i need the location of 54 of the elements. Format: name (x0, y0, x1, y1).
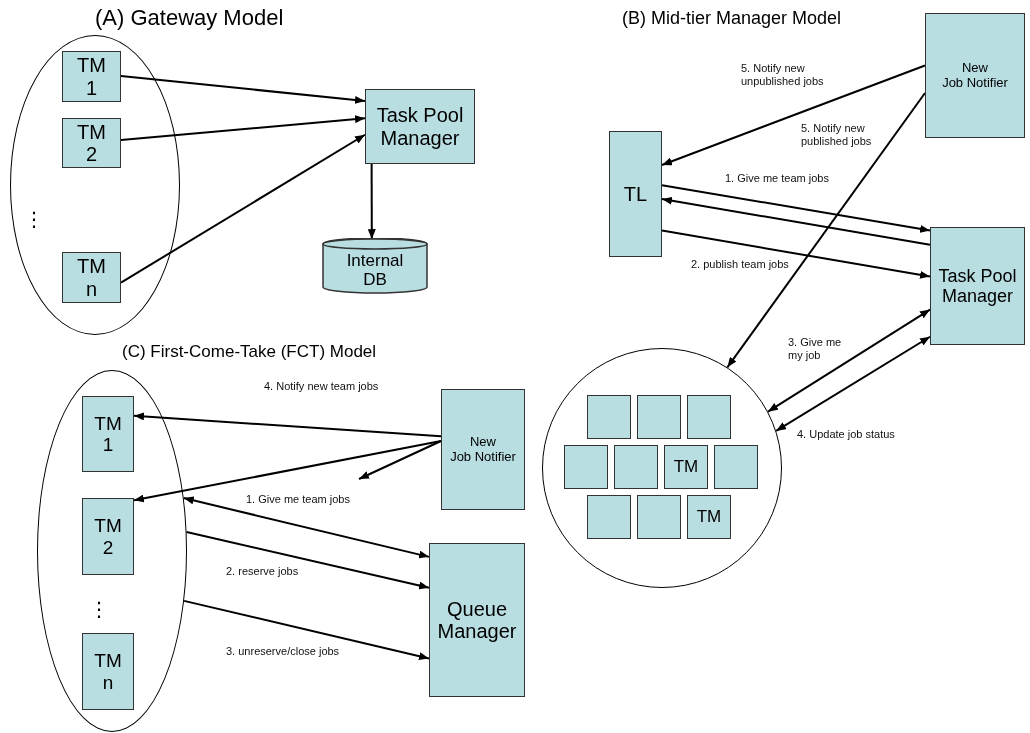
edge-label: 2. publish team jobs (690, 258, 790, 272)
arrow (120, 133, 366, 284)
tm-box (714, 445, 758, 489)
process-box: New Job Notifier (925, 13, 1025, 138)
tm-box (587, 395, 631, 439)
edge-label: 1. Give me team jobs (245, 493, 351, 507)
process-box: New Job Notifier (441, 389, 525, 510)
edge-label: 4. Update job status (796, 428, 896, 442)
edge-label: 1. Give me team jobs (724, 172, 830, 186)
process-box: TM 1 (62, 51, 121, 102)
tm-box (637, 495, 681, 539)
edge-label: 5. Notify new unpublished jobs (740, 62, 825, 89)
process-box: TM n (82, 633, 134, 710)
tm-box (614, 445, 658, 489)
edge-label: 3. unreserve/close jobs (225, 645, 341, 659)
arrow (133, 412, 442, 438)
arrow (661, 196, 931, 246)
arrow (185, 531, 430, 590)
arrow (120, 75, 366, 104)
edge-label: 4. Notify new team jobs (263, 380, 380, 394)
edge-label: 5. Notify new published jobs (800, 122, 873, 149)
process-box: Task Pool Manager (365, 89, 475, 164)
ellipsis-dots: ⋮ (24, 208, 44, 230)
process-box: Queue Manager (429, 543, 525, 697)
arrow (661, 229, 931, 279)
process-box: TM n (62, 252, 121, 303)
section-title: (B) Mid-tier Manager Model (622, 9, 842, 29)
tm-box (637, 395, 681, 439)
database-cylinder: Internal DB (322, 238, 428, 294)
edge-label: 3. Give me my job (787, 336, 843, 363)
arrow (358, 440, 442, 480)
arrow (133, 440, 442, 503)
tm-box (564, 445, 608, 489)
process-box: TL (609, 131, 662, 257)
edge-label: 2. reserve jobs (225, 565, 300, 579)
arrow (661, 184, 931, 233)
process-box: TM 1 (82, 396, 134, 472)
process-box: TM 2 (62, 118, 121, 168)
arrow (775, 335, 931, 432)
arrow (726, 92, 926, 369)
section-title: (C) First-Come-Take (FCT) Model (122, 343, 377, 362)
process-box: Task Pool Manager (930, 227, 1025, 345)
arrow (182, 496, 430, 559)
arrow (183, 599, 430, 661)
tm-box (587, 495, 631, 539)
arrow (766, 308, 931, 413)
tm-box: TM (687, 495, 731, 539)
section-title: (A) Gateway Model (95, 6, 284, 31)
arrow (661, 64, 926, 166)
process-box: TM 2 (82, 498, 134, 575)
ellipsis-dots: ⋮ (89, 598, 109, 620)
tm-box (687, 395, 731, 439)
tm-box: TM (664, 445, 708, 489)
arrow (120, 115, 366, 141)
